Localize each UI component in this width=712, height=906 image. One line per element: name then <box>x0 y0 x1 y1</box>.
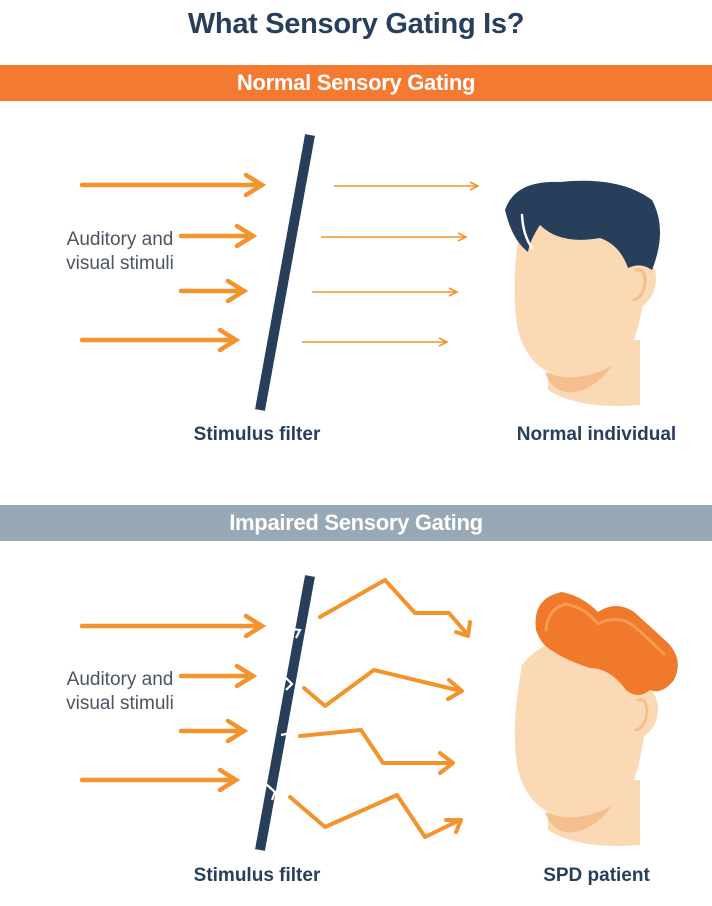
normal-incoming-arrow-4 <box>79 327 241 353</box>
impaired-person-label: SPD patient <box>543 865 650 886</box>
scattered-arrow-1 <box>318 578 472 638</box>
normal-incoming-arrow-1 <box>79 172 267 198</box>
normal-filtered-arrows <box>302 186 477 342</box>
scattered-arrow-4 <box>288 793 463 839</box>
impaired-filter-label: Stimulus filter <box>193 865 321 886</box>
impaired-incoming-arrow-3 <box>178 718 249 744</box>
impaired-stimuli-label: Auditory and visual stimuli <box>66 669 174 714</box>
impaired-incoming-stimuli-arrows <box>79 613 267 793</box>
normal-incoming-stimuli-arrows <box>79 172 267 353</box>
impaired-incoming-arrow-1 <box>79 613 267 639</box>
impaired-gating-banner: Impaired Sensory Gating <box>0 505 712 541</box>
normal-person-label: Normal individual <box>516 424 677 445</box>
head-red-hair-icon <box>514 592 678 846</box>
filter-cracks <box>265 626 302 801</box>
normal-filter-label: Stimulus filter <box>193 424 321 445</box>
head-dark-hair-icon <box>505 180 660 406</box>
impaired-incoming-arrow-2 <box>178 663 258 689</box>
normal-stimulus-filter-bar <box>255 134 315 411</box>
impaired-scattered-arrows <box>288 578 472 839</box>
normal-stimuli-label: Auditory and visual stimuli <box>66 229 174 274</box>
impaired-incoming-arrow-4 <box>79 767 241 793</box>
normal-incoming-arrow-3 <box>178 278 249 304</box>
scattered-arrow-3 <box>298 728 455 775</box>
scattered-arrow-2 <box>302 668 464 708</box>
normal-incoming-arrow-2 <box>178 223 258 249</box>
page-title: What Sensory Gating Is? <box>187 8 525 40</box>
normal-gating-banner: Normal Sensory Gating <box>0 65 712 101</box>
impaired-stimulus-filter-bar <box>255 575 315 851</box>
